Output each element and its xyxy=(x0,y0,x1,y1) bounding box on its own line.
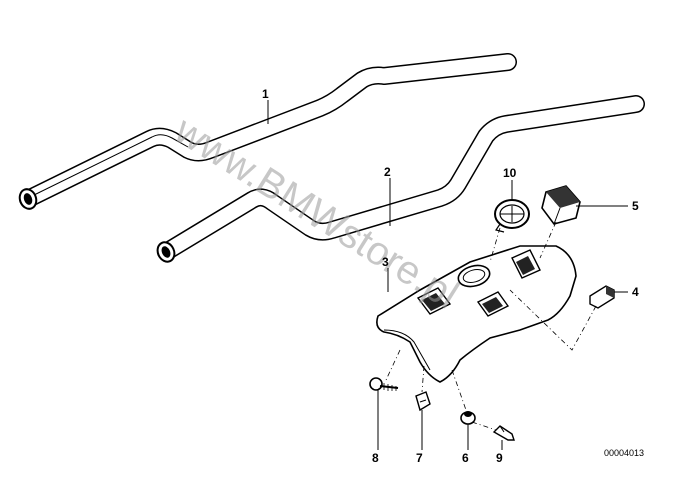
callout-5: 5 xyxy=(632,199,639,213)
callout-2: 2 xyxy=(384,165,391,179)
handlebar-upper xyxy=(18,53,517,210)
callout-4: 4 xyxy=(632,285,639,299)
callout-9: 9 xyxy=(496,451,503,465)
handlebar-lower xyxy=(156,95,645,263)
part-9-pin xyxy=(492,425,515,441)
callout-8: 8 xyxy=(372,451,379,465)
callouts: 1 2 3 4 5 6 7 8 9 10 xyxy=(262,87,639,465)
part-6-grommet xyxy=(460,411,476,425)
handlebar-cover xyxy=(376,245,577,383)
part-10-gauge xyxy=(494,199,530,233)
callout-6: 6 xyxy=(462,451,469,465)
part-4-plug xyxy=(589,285,615,309)
part-5-switch xyxy=(541,185,581,225)
part-7-clip xyxy=(415,391,431,412)
assembly-lines xyxy=(385,221,597,431)
drawing-number: 00004013 xyxy=(604,448,644,458)
callout-10: 10 xyxy=(503,166,517,180)
callout-7: 7 xyxy=(416,451,423,465)
callout-1: 1 xyxy=(262,87,269,101)
part-8-screw xyxy=(369,377,399,391)
callout-3: 3 xyxy=(382,255,389,269)
